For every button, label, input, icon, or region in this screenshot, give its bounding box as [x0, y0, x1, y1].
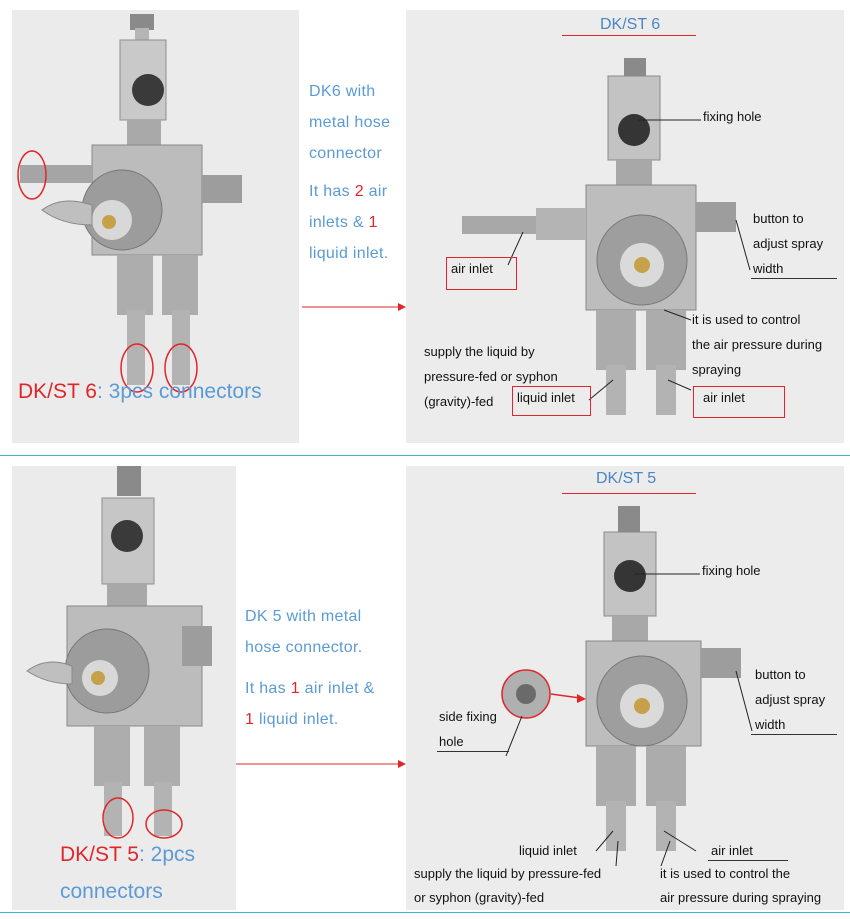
- dk6-photo-panel: DK/ST 6: 3pcs connectors: [12, 10, 299, 443]
- dk6-description: DK6 with metal hose connector It has 2 a…: [309, 76, 404, 269]
- dk6-diagram-panel: DK/ST 6 fixing hole button to adjust spr…: [406, 10, 844, 443]
- dk5-caption-sep: :: [138, 843, 151, 866]
- dk6-diagram-header: DK/ST 6: [600, 16, 661, 33]
- dk6-label-fixing-hole: fixing hole: [703, 109, 762, 124]
- dk6-label-control-1: it is used to control: [692, 312, 801, 327]
- dk5-label-liquid-inlet: liquid inlet: [519, 843, 577, 858]
- dk5-label-air-inlet: air inlet: [711, 843, 753, 858]
- dk6-spray-gun-image: [17, 14, 242, 393]
- dk5-label-button-3: width: [755, 717, 786, 732]
- dk5-caption-model: DK/ST 5: [60, 843, 139, 866]
- dk5-label-button-2: adjust spray: [755, 692, 826, 707]
- dk5-button-underline: [751, 734, 837, 735]
- dk6-diagram-gun: [462, 58, 751, 415]
- dk5-desc-line3: It has 1 air inlet &: [245, 680, 375, 697]
- dk6-label-supply-3: (gravity)-fed: [424, 394, 494, 409]
- dk6-label-liquid-inlet: liquid inlet: [517, 390, 575, 405]
- dk6-caption-rest: 3pcs connectors: [108, 380, 262, 403]
- dk6-label-supply-2: pressure-fed or syphon: [424, 369, 558, 384]
- dk5-label-control-2: air pressure during spraying: [660, 890, 822, 905]
- dk6-label-supply-1: supply the liquid by: [424, 344, 535, 359]
- dk6-caption-model: DK/ST 6: [18, 380, 97, 403]
- dk6-label-button-2: adjust spray: [753, 236, 824, 251]
- dk6-label-air-inlet-right: air inlet: [703, 390, 745, 405]
- dk5-label-side-fixing-1: side fixing: [439, 709, 497, 724]
- dk5-arrow: [236, 760, 406, 768]
- dk6-label-button-1: button to: [753, 211, 804, 226]
- dk5-label-fixing-hole: fixing hole: [702, 563, 761, 578]
- dk5-desc-line2: hose connector.: [245, 639, 363, 656]
- dk6-arrow: [302, 303, 406, 311]
- dk5-diagram-header: DK/ST 5: [596, 470, 657, 487]
- dk5-label-control-1: it is used to control the: [660, 866, 791, 881]
- dk5-label-button-1: button to: [755, 667, 806, 682]
- dk6-desc-line2: metal hose: [309, 114, 391, 131]
- dk5-photo-panel: DK/ST 5: 2pcs connectors: [12, 466, 236, 910]
- dk5-diagram-panel: DK/ST 5 fixing hole button to adjust spr…: [406, 466, 844, 910]
- dk5-diagram-gun: [501, 506, 753, 867]
- dk5-label-side-fixing-2: hole: [439, 734, 464, 749]
- dk6-desc-line3: connector: [309, 145, 382, 162]
- dk6-desc-line4: It has 2 air: [309, 183, 388, 200]
- dk6-caption-sep: :: [96, 380, 109, 403]
- dk6-label-control-2: the air pressure during: [692, 337, 823, 352]
- dk5-spray-gun-image: [26, 466, 212, 839]
- dk6-label-button-3: width: [753, 261, 784, 276]
- bottom-separator: [0, 912, 850, 913]
- dk6-caption: DK/ST 6: 3pcs connectors: [18, 380, 262, 404]
- dk5-caption-rest1: 2pcs: [150, 843, 196, 866]
- dk5-header-underline: [562, 493, 696, 494]
- dk5-label-supply-2: or syphon (gravity)-fed: [414, 890, 545, 905]
- dk5-description: DK 5 with metal hose connector. It has 1…: [245, 601, 405, 735]
- dk6-air-inlet-left-box: [446, 257, 517, 290]
- dk6-air-inlet-right-box: [693, 386, 785, 418]
- dk5-label-supply-1: supply the liquid by pressure-fed: [414, 866, 602, 881]
- dk6-button-underline: [751, 278, 837, 279]
- dk6-label-air-inlet-left: air inlet: [451, 261, 493, 276]
- dk6-desc-line6: liquid inlet.: [309, 245, 389, 262]
- section-separator: [0, 455, 850, 456]
- dk5-caption-line2: connectors: [60, 880, 163, 903]
- dk6-header-underline: [562, 35, 696, 36]
- dk6-desc-line5: inlets & 1: [309, 214, 378, 231]
- dk5-side-underline: [437, 751, 509, 752]
- dk5-desc-line4: 1 liquid inlet.: [245, 711, 339, 728]
- dk6-liquid-inlet-box: [512, 386, 591, 416]
- dk6-label-control-3: spraying: [692, 362, 742, 377]
- dk6-desc-line1: DK6 with: [309, 83, 376, 100]
- dk5-air-underline: [708, 860, 788, 861]
- dk5-desc-line1: DK 5 with metal: [245, 608, 362, 625]
- dk5-caption-line1: DK/ST 5: 2pcs: [60, 843, 195, 867]
